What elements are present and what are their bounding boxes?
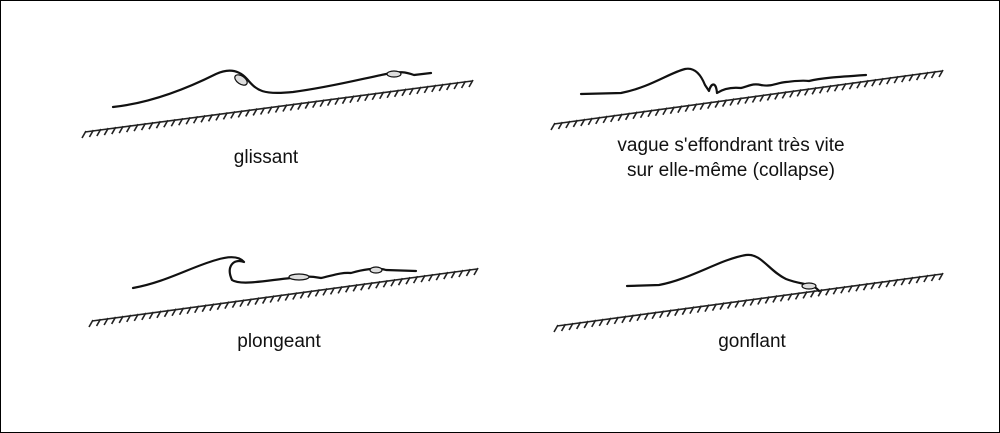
label-plunging: plongeant [237,331,321,352]
spilling-wave [111,69,433,109]
label-collapsing-line2: sur elle-même (collapse) [626,160,835,181]
label-collapsing: vague s'effondrant très vite sur elle-mê… [531,133,931,183]
surging-wave [625,253,821,293]
collapsing-wave [579,67,868,96]
seabed-surging [553,272,944,333]
label-spilling: glissant [233,147,299,168]
label-surging: gonflant [718,331,786,352]
seabed-spilling [81,79,474,139]
plunging-wave [131,256,418,290]
label-collapsing-line1: vague s'effondrant très vite [617,135,845,156]
seabed-plunging [88,267,479,328]
seabed-collapsing [550,69,944,131]
